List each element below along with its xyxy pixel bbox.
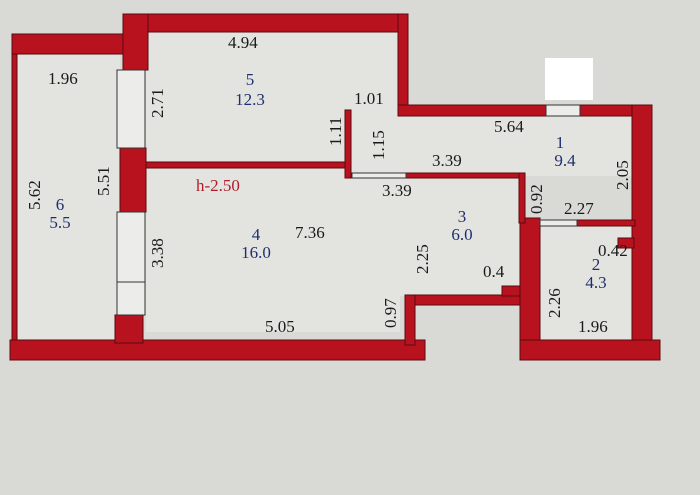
dim-label: 2.26 — [545, 288, 564, 318]
windows — [116, 69, 581, 316]
room-number-3: 3 — [458, 207, 467, 226]
floors — [16, 32, 634, 342]
ceiling-height: h-2.50 — [196, 176, 240, 195]
dim-label: 0.4 — [483, 262, 505, 281]
dim-label: 5.64 — [494, 117, 524, 136]
dim-label: 2.71 — [148, 88, 167, 118]
room-number-2: 2 — [592, 255, 601, 274]
walls — [9, 13, 661, 361]
room-number-5: 5 — [246, 70, 255, 89]
dim-label: 2.05 — [613, 160, 632, 190]
dim-label: 0.42 — [598, 241, 628, 260]
dim-label: 2.27 — [564, 199, 594, 218]
room-area-2: 4.3 — [585, 273, 606, 292]
room-area-5: 12.3 — [235, 90, 265, 109]
dim-label: 1.11 — [326, 117, 345, 146]
dim-label: 1.01 — [354, 89, 384, 108]
room-number-1: 1 — [556, 133, 565, 152]
room-area-1: 9.4 — [554, 151, 576, 170]
dim-label: 0.97 — [381, 298, 400, 328]
redaction-box — [545, 58, 593, 100]
dim-label: 2.25 — [413, 244, 432, 274]
dim-label: 3.39 — [432, 151, 462, 170]
dim-label: 7.36 — [295, 223, 325, 242]
dim-label: 5.05 — [265, 317, 295, 336]
dim-label: 0.92 — [527, 184, 546, 214]
dim-label: 1.96 — [48, 69, 78, 88]
dim-label: 3.39 — [382, 181, 412, 200]
dim-label: 3.38 — [148, 238, 167, 268]
room-area-3: 6.0 — [451, 225, 472, 244]
dim-label: 5.51 — [94, 166, 113, 196]
room-number-4: 4 — [252, 225, 261, 244]
dim-label: 5.62 — [25, 180, 44, 210]
room-area-4: 16.0 — [241, 243, 271, 262]
dim-label: 4.94 — [228, 33, 258, 52]
dim-label: 1.96 — [578, 317, 608, 336]
room-number-6: 6 — [56, 195, 65, 214]
room-area-6: 5.5 — [49, 213, 70, 232]
dim-label: 1.15 — [369, 130, 388, 160]
